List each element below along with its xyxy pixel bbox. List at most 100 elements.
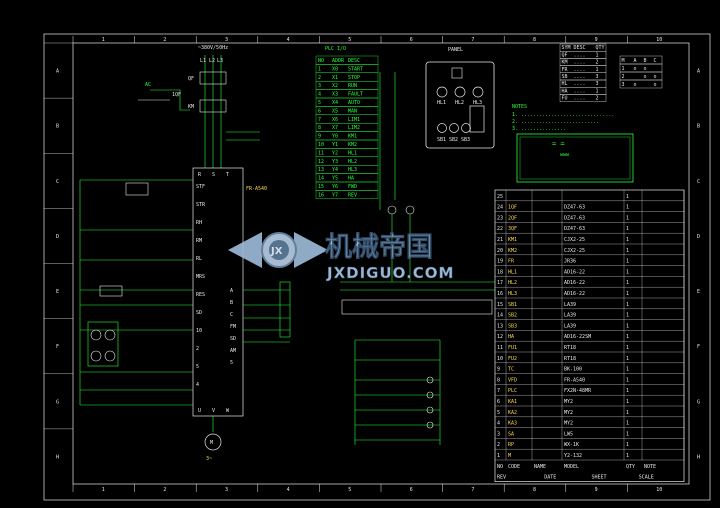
bom-cell: 1 <box>626 431 629 437</box>
vfd-wiring <box>79 179 290 432</box>
bom-cell: FU2 <box>508 356 517 362</box>
notes-block: NOTES 1. ...............................… <box>512 104 614 132</box>
io-table-cell: 5 <box>318 100 321 106</box>
notes-line-1: 1. ............................... <box>512 112 614 118</box>
bom-cell: RT18 <box>564 345 576 351</box>
vfd-left-terminal: STR <box>196 202 206 208</box>
io-table-row <box>315 164 379 174</box>
bom-cell: 6 <box>497 399 500 405</box>
bom-cell: KM2 <box>508 248 517 254</box>
bom-cell: HL1 <box>508 269 517 275</box>
border-number: 9 <box>595 37 598 43</box>
bom-cell: SB2 <box>508 313 517 319</box>
supply-label: ~380V/50Hz <box>198 45 228 51</box>
bom-cell: LW5 <box>564 431 573 437</box>
io-table-cell: LIM2 <box>348 125 360 131</box>
io-table-row <box>315 190 379 199</box>
bom-cell: MY2 <box>564 421 573 427</box>
io-table-cell: KM1 <box>348 134 357 140</box>
phase-l2: L2 <box>209 58 215 64</box>
bom-cell: 8 <box>497 377 500 383</box>
bom-cell: AD16-22SM <box>564 334 591 340</box>
bom-cell: RT18 <box>564 356 576 362</box>
bom-cell: 19 <box>497 259 503 265</box>
border-letter: A <box>56 69 59 75</box>
vfd-left-terminal: STF <box>196 184 205 190</box>
outer-frame <box>43 33 711 501</box>
io-table-cell: HA <box>348 176 354 182</box>
bom-cell: 17 <box>497 280 503 286</box>
panel-lamp-label: HL1 <box>437 100 446 106</box>
bom-cell: 3QF <box>508 226 517 232</box>
bom-cell: 5 <box>497 410 500 416</box>
bom-cell: 13 <box>497 323 503 329</box>
title-box: = = www <box>516 133 634 183</box>
io-table-cell: 4 <box>318 92 321 98</box>
io-table-row <box>315 114 379 124</box>
io-table-row <box>315 156 379 166</box>
border-letter: E <box>697 289 700 295</box>
border-number: 8 <box>533 37 536 43</box>
border-number: 5 <box>348 487 351 493</box>
vfd-out-w: W <box>226 408 230 414</box>
power-labels: ~380V/50Hz L1 L2 L3 QF KM AC 1QF <box>145 45 228 110</box>
bom-cell: Y2-132 <box>564 453 582 459</box>
io-table-cell: STOP <box>348 75 360 81</box>
watermark-en: JXDIGUO.COM <box>326 264 454 282</box>
io-table-cell: Y1 <box>332 142 338 148</box>
table-cell: o <box>644 74 647 80</box>
border-number: 5 <box>348 37 351 43</box>
bom-header: NOTE <box>644 464 656 470</box>
panel-button-label: SB2 <box>449 137 458 143</box>
border-number: 10 <box>656 37 662 43</box>
vfd-left-terminal: 2 <box>196 346 199 352</box>
bom-footer: DATE <box>544 475 556 481</box>
watermark-emblem-text: JX <box>270 246 283 257</box>
io-table-cell: REV <box>348 192 357 198</box>
table-cell: QF <box>562 52 568 58</box>
bom-cell: 18 <box>497 269 503 275</box>
bom-cell: 1 <box>626 410 629 416</box>
io-table-cell: 6 <box>318 108 321 114</box>
table-cell: 2 <box>596 96 599 102</box>
panel-title: PANEL <box>448 47 463 53</box>
watermark: JX 机械帝国 JXDIGUO.COM <box>228 231 454 282</box>
bom-cell: 11 <box>497 345 503 351</box>
table-cell: FU <box>562 96 568 102</box>
table-cell: 3 <box>622 82 625 88</box>
io-table-row <box>315 122 379 132</box>
notes-title: NOTES <box>512 104 527 110</box>
io-table-row <box>315 55 379 65</box>
phase-l1: L1 <box>200 58 206 64</box>
bom-cell: 2QF <box>508 215 517 221</box>
border-ticks <box>44 36 628 492</box>
table-cell: 1 <box>596 52 599 58</box>
io-table-cell: X5 <box>332 108 338 114</box>
bom-cell: 9 <box>497 367 500 373</box>
vfd-left-terminal: 4 <box>196 382 199 388</box>
io-table-cell: X7 <box>332 125 338 131</box>
panel-meter <box>451 67 463 79</box>
border-letter: D <box>56 234 59 240</box>
vfd-left-terminal: 5 <box>196 364 199 370</box>
bom-cell: MY2 <box>564 410 573 416</box>
bom-cell: FU1 <box>508 345 517 351</box>
table-cell: .... <box>574 67 586 73</box>
bom-cell: KA1 <box>508 399 517 405</box>
border-letter: A <box>697 69 700 75</box>
bom-cell: HA <box>508 334 514 340</box>
border-number: 2 <box>163 487 166 493</box>
vfd-left-terminal: 10 <box>196 328 202 334</box>
bom-cell: RP <box>508 442 514 448</box>
bom-cell: 1 <box>626 259 629 265</box>
table-cell: SYM <box>562 45 571 51</box>
border-letter: B <box>56 124 59 130</box>
motor: M 3~ <box>204 433 222 462</box>
bom-cell: 1 <box>626 421 629 427</box>
